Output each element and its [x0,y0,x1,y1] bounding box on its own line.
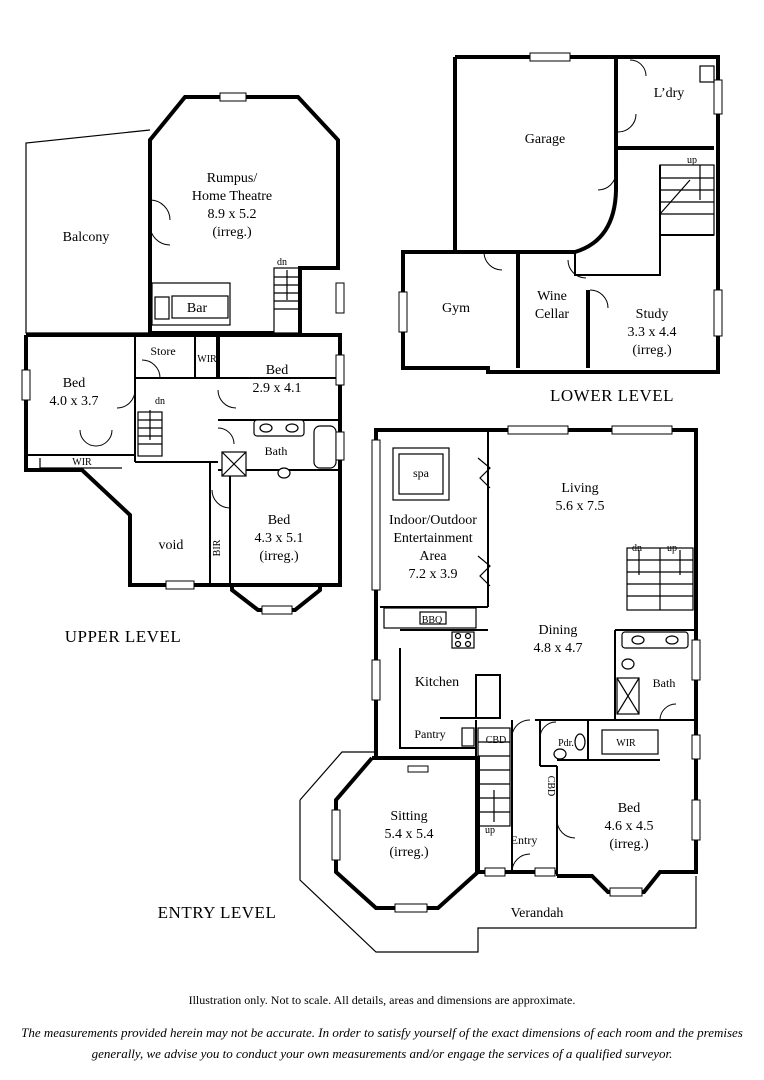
pantry-label: Pantry [414,727,445,741]
wine-cellar-label-2: Cellar [535,307,570,322]
kitchen-label: Kitchen [415,675,459,690]
entry-stair-dn-label: dn [632,543,642,554]
living-size: 5.6 x 7.5 [556,499,605,514]
entry-bed-note: (irreg.) [609,837,649,852]
spa-label: spa [413,466,430,480]
void-label: void [159,538,184,553]
sitting-note: (irreg.) [389,845,429,860]
ent-area-size: 7.2 x 3.9 [409,567,458,582]
entry-bath-label: Bath [653,676,676,690]
living-name: Living [561,481,598,496]
entry-bed-size: 4.6 x 4.5 [605,819,654,834]
dining-size: 4.8 x 4.7 [534,641,583,656]
bar-label: Bar [187,301,208,316]
gym-label: Gym [442,301,470,316]
entry-bed-name: Bed [618,801,641,816]
ent-area-label-3: Area [419,549,447,564]
upper-stair-dn-label: dn [277,257,287,268]
study-size: 3.3 x 4.4 [628,325,677,340]
upper-bath-label: Bath [265,444,288,458]
rumpus-label-2: Home Theatre [192,189,272,204]
entry-wir-label: WIR [616,738,636,749]
bir-label: BIR [212,539,223,556]
lower-level-title: LOWER LEVEL [550,386,674,405]
ent-area-label-1: Indoor/Outdoor [389,513,477,528]
rumpus-size: 8.9 x 5.2 [208,207,257,222]
entry-level-plan [299,425,701,953]
entry-stair-up-bottom: up [485,825,495,836]
wine-cellar-label-1: Wine [537,289,567,304]
balcony-label: Balcony [63,230,110,245]
upper-level-title: UPPER LEVEL [65,627,181,646]
entry-stair-up-label: up [667,543,677,554]
pdr-label: Pdr. [558,738,574,749]
verandah-label: Verandah [511,906,564,921]
entry-level-title: ENTRY LEVEL [158,903,277,922]
bed-3-name: Bed [268,513,291,528]
floor-plan-drawing: Balcony Rumpus/ Home Theatre 8.9 x 5.2 (… [21,52,723,953]
entry-label: Entry [511,833,538,847]
lower-stair-up-label: up [687,155,697,166]
bed-1-size: 4.0 x 3.7 [50,394,99,409]
laundry-label: L’dry [654,86,685,101]
sitting-name: Sitting [390,809,427,824]
bed-2-size: 2.9 x 4.1 [253,381,302,396]
garage-label: Garage [525,132,565,147]
bed-3-note: (irreg.) [259,549,299,564]
dining-name: Dining [539,623,578,638]
wir-mid-label: WIR [197,354,217,365]
ent-area-label-2: Entertainment [393,531,472,546]
bed-2-name: Bed [266,363,289,378]
wir-left-label: WIR [72,457,92,468]
rumpus-note: (irreg.) [212,225,252,240]
upper-level-plan [21,92,345,615]
sitting-size: 5.4 x 5.4 [385,827,434,842]
disclaimer-short: Illustration only. Not to scale. All det… [188,993,576,1007]
disclaimer-long: The measurements provided herein may not… [21,1025,743,1061]
store-label: Store [150,344,175,358]
study-note: (irreg.) [632,343,672,358]
cbd-label-1: CBD [486,735,507,746]
study-name: Study [636,307,669,322]
bed-1-name: Bed [63,376,86,391]
hall-stair-dn-label: dn [155,396,165,407]
cbd-label-2: CBD [545,776,556,797]
bbq-label: BBQ [422,615,443,626]
lower-level-plan [398,52,723,374]
rumpus-label-1: Rumpus/ [207,171,258,186]
bed-3-size: 4.3 x 5.1 [255,531,304,546]
